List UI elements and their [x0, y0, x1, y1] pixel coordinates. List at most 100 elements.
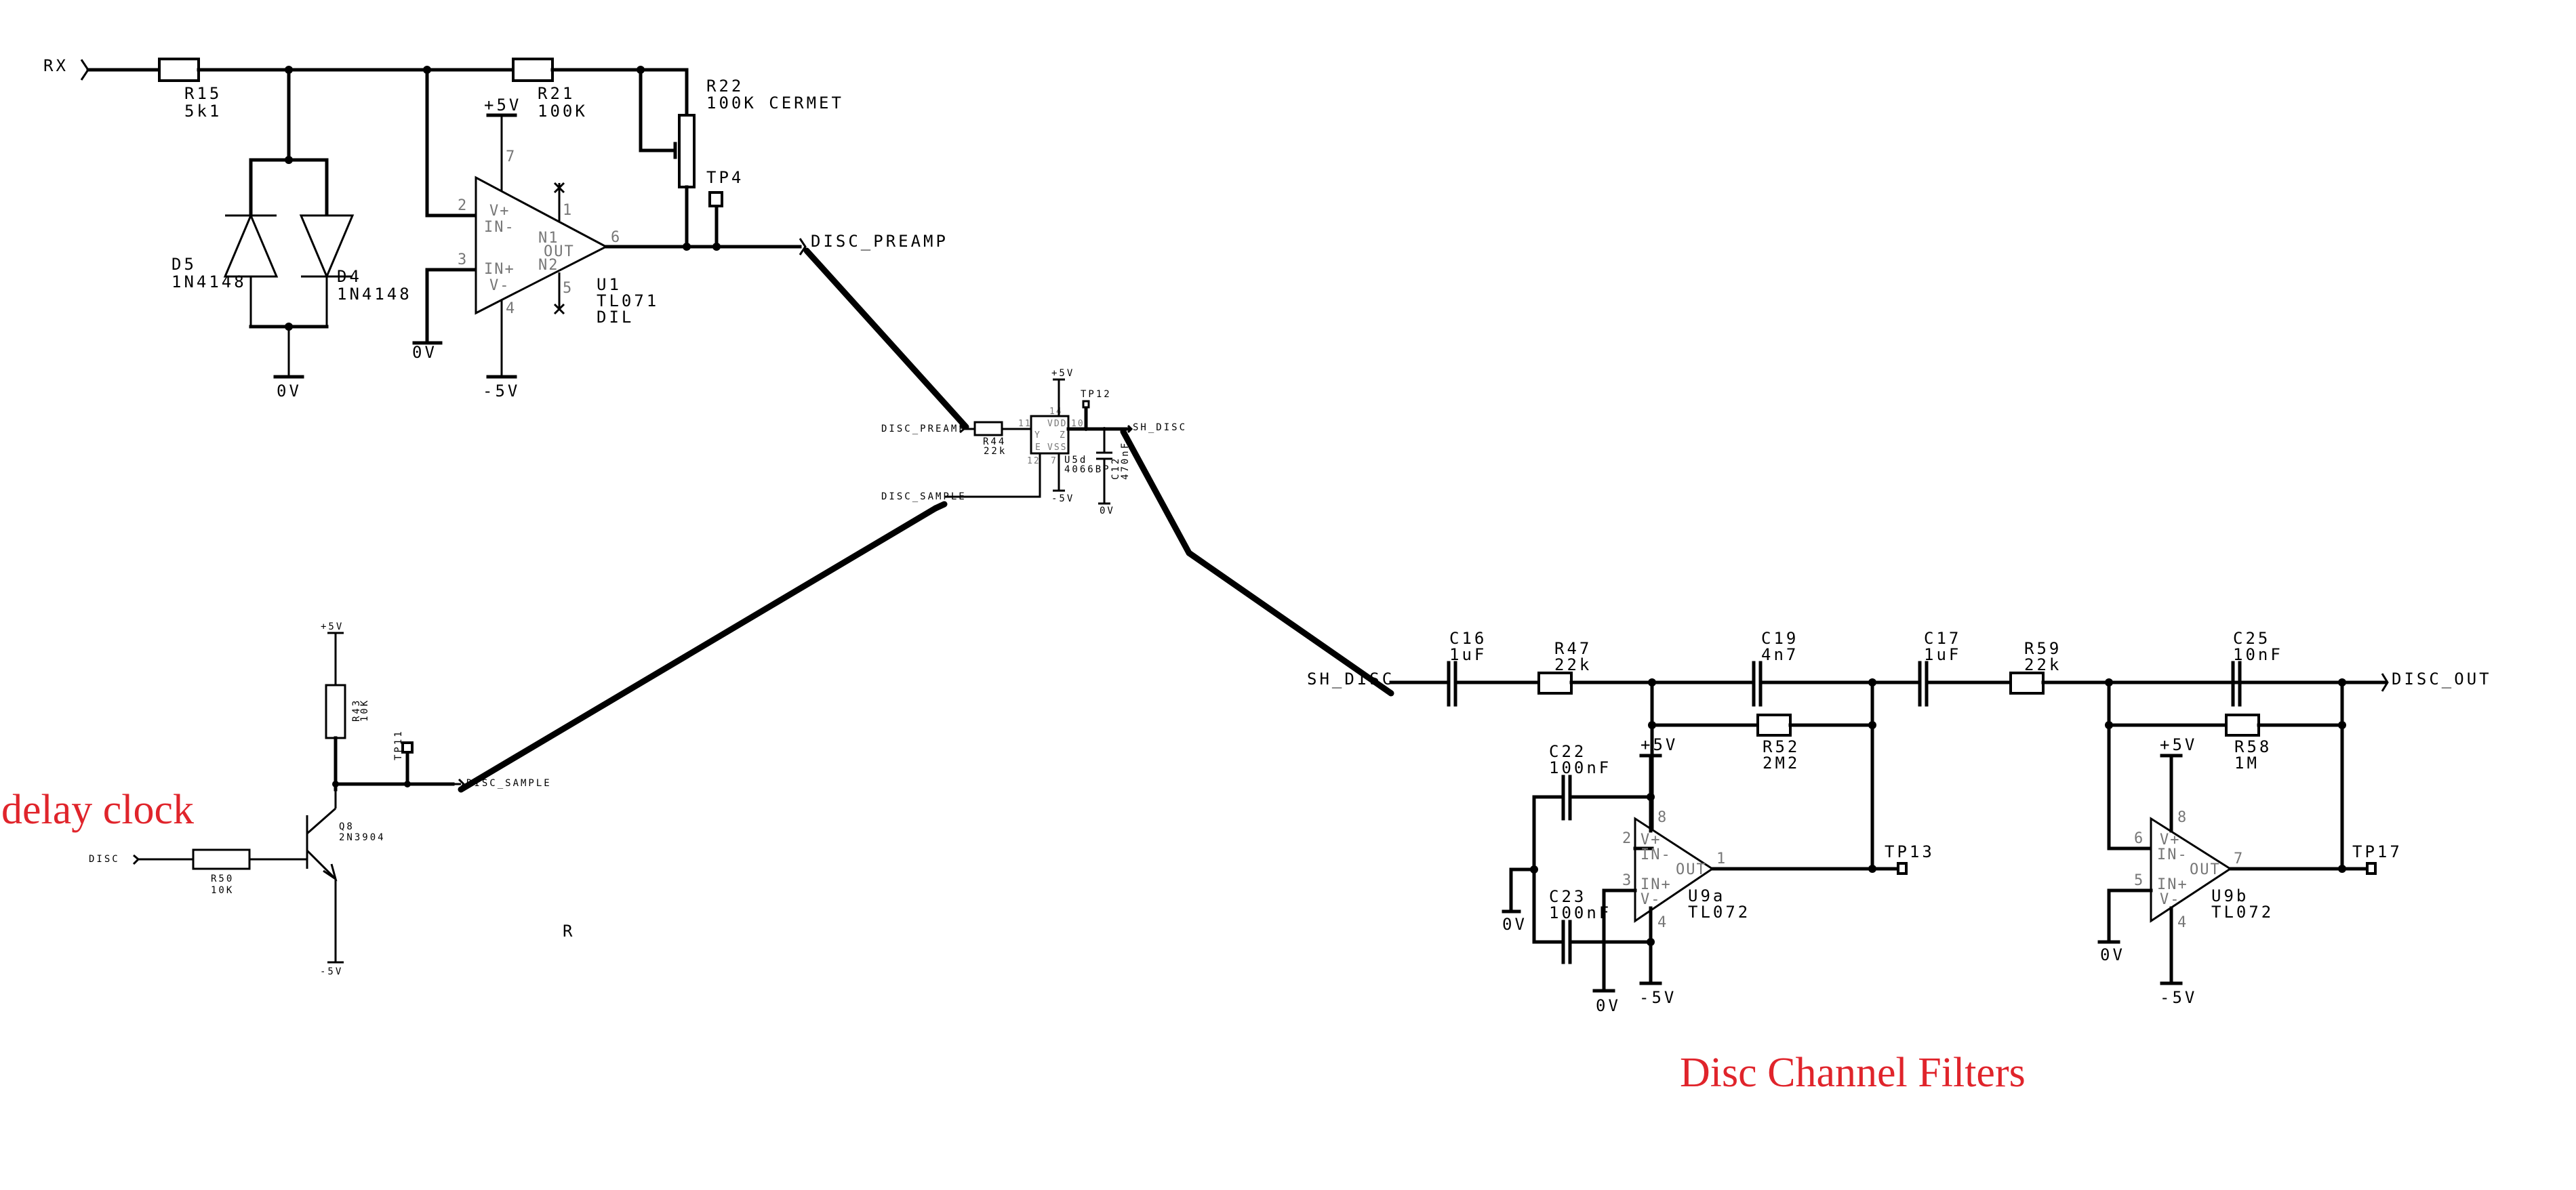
- bus-line-sh-disc: [1120, 428, 1192, 556]
- pinlabel-u9a-out: OUT: [1676, 861, 1707, 878]
- diode-d4[interactable]: [299, 214, 355, 327]
- value-c19: 4n7: [1761, 645, 1798, 664]
- pinlabel-u9a-inm: IN-: [1641, 846, 1672, 863]
- resistor-r43[interactable]: [325, 684, 346, 739]
- pin-u9b-inp: 5: [2134, 872, 2144, 889]
- net-label-neg5: -5V: [2160, 988, 2197, 1007]
- pinlabel-u1-n1: N1: [538, 230, 559, 247]
- value-c12: 470nF: [1120, 441, 1131, 480]
- net-label-0v: 0V: [1596, 996, 1621, 1015]
- ref-tp17: TP17: [2352, 842, 2402, 861]
- net-label-pos5: +5V: [484, 96, 521, 115]
- testpoint-tp17[interactable]: [2366, 862, 2377, 875]
- value-r52: 2M2: [1763, 754, 1800, 773]
- opamp-u9b[interactable]: [2150, 817, 2232, 923]
- resistor-r52[interactable]: [1756, 714, 1792, 737]
- testpoint-tp12[interactable]: [1082, 400, 1090, 409]
- value-c17: 1uF: [1924, 645, 1961, 664]
- resistor-r44[interactable]: [973, 421, 1003, 436]
- diode-d5[interactable]: [223, 213, 279, 327]
- resistor-r15[interactable]: [158, 58, 200, 82]
- wire: [944, 453, 1041, 498]
- net-label-0v: 0V: [2100, 945, 2125, 964]
- ref-r59: R59: [2024, 639, 2061, 658]
- no-connect-icon: [553, 182, 565, 194]
- resistor-r21[interactable]: [512, 58, 554, 82]
- wire: [1509, 867, 1536, 914]
- potentiometer-r22[interactable]: [678, 114, 696, 188]
- testpoint-tp13[interactable]: [1897, 862, 1908, 875]
- pin-u5d-vss: 7: [1051, 456, 1058, 466]
- ref-u9a: U9a: [1688, 886, 1725, 905]
- net-label-disc: DISC: [89, 854, 120, 865]
- wire: [1602, 888, 1637, 993]
- pin-u1-out: 6: [611, 229, 621, 246]
- wire: [639, 68, 677, 152]
- wire: [425, 268, 478, 345]
- ref-r58: R58: [2234, 737, 2272, 756]
- pin-u5d-y: 11: [1018, 419, 1032, 429]
- opamp-u9a[interactable]: [1634, 817, 1714, 923]
- pin-u5d-e: 12: [1027, 456, 1041, 466]
- pin-u1-vp: 7: [506, 148, 516, 165]
- pinlabel-u9a-inp: IN+: [1641, 876, 1672, 893]
- stray-label: R: [563, 922, 575, 941]
- transistor-q8[interactable]: [306, 807, 338, 882]
- resistor-r58[interactable]: [2225, 714, 2260, 737]
- ref-r50: R50: [211, 874, 234, 884]
- pinlabel-u9b-vp: V+: [2160, 832, 2181, 848]
- port-arrow-icon: [458, 778, 465, 791]
- net-label-neg5: -5V: [320, 966, 343, 977]
- pin-u1-vm: 4: [506, 300, 516, 317]
- value-r21: 100K: [538, 102, 588, 121]
- value-u5d: 4066BP: [1064, 464, 1111, 475]
- net-label-disc-sample: DISC_SAMPLE: [881, 491, 967, 502]
- ref-tp11: TP11: [393, 729, 404, 760]
- ref-c23: C23: [1549, 887, 1586, 906]
- net-label-0v: 0V: [277, 382, 302, 401]
- pin-u9b-inm: 6: [2134, 830, 2144, 847]
- ref-c12: C12: [1110, 457, 1121, 480]
- pinlabel-u5d-vdd: VDD: [1047, 419, 1067, 429]
- pinlabel-u5d-y: Y: [1034, 430, 1041, 440]
- pin-u5d-z: 10: [1071, 419, 1085, 429]
- value-c25: 10nF: [2233, 645, 2283, 664]
- analog-switch-u5d[interactable]: [1030, 415, 1070, 455]
- value-u9b: TL072: [2211, 903, 2274, 922]
- pinlabel-u9a-vp: V+: [1641, 832, 1662, 848]
- junction: [2105, 721, 2113, 729]
- net-label-pos5: +5V: [321, 621, 344, 632]
- value-c16: 1uF: [1449, 645, 1487, 664]
- ref-r21: R21: [538, 84, 575, 103]
- pinlabel-u9b-inp: IN+: [2157, 876, 2188, 893]
- bus-line-disc-sample: [932, 501, 948, 512]
- testpoint-tp11[interactable]: [401, 741, 414, 754]
- bus-line-disc-preamp: [803, 247, 969, 430]
- resistor-r50[interactable]: [192, 848, 251, 870]
- pinlabel-u9b-out: OUT: [2190, 861, 2221, 878]
- junction: [683, 243, 691, 251]
- ref-c22: C22: [1549, 742, 1586, 761]
- net-label-disc-out: DISC_OUT: [2392, 670, 2492, 689]
- testpoint-tp4[interactable]: [708, 191, 723, 207]
- pinlabel-u1-inp: IN+: [484, 261, 515, 278]
- value-r50: 10K: [211, 885, 234, 896]
- pinlabel-u1-vm: V-: [489, 277, 510, 294]
- net-label-rx: RX: [43, 56, 68, 75]
- package-u1: DIL: [597, 308, 634, 327]
- ref-c19: C19: [1761, 629, 1798, 648]
- junction: [1648, 721, 1656, 729]
- ref-u1: U1: [597, 275, 622, 294]
- value-u1: TL071: [597, 291, 659, 310]
- value-c23: 100nF: [1549, 903, 1611, 922]
- net-label-disc-sample: DISC_SAMPLE: [466, 778, 552, 789]
- value-r58: 1M: [2234, 754, 2259, 773]
- resistor-r59[interactable]: [2009, 672, 2045, 695]
- opamp-u1[interactable]: [475, 176, 609, 315]
- ref-d5: D5: [172, 255, 197, 274]
- pin-u9b-vp: 8: [2177, 809, 2188, 826]
- pinlabel-u9b-vm: V-: [2160, 891, 2181, 908]
- ref-u5d: U5d: [1064, 455, 1087, 466]
- resistor-r47[interactable]: [1537, 672, 1573, 695]
- pin-u9a-out: 1: [1716, 850, 1727, 867]
